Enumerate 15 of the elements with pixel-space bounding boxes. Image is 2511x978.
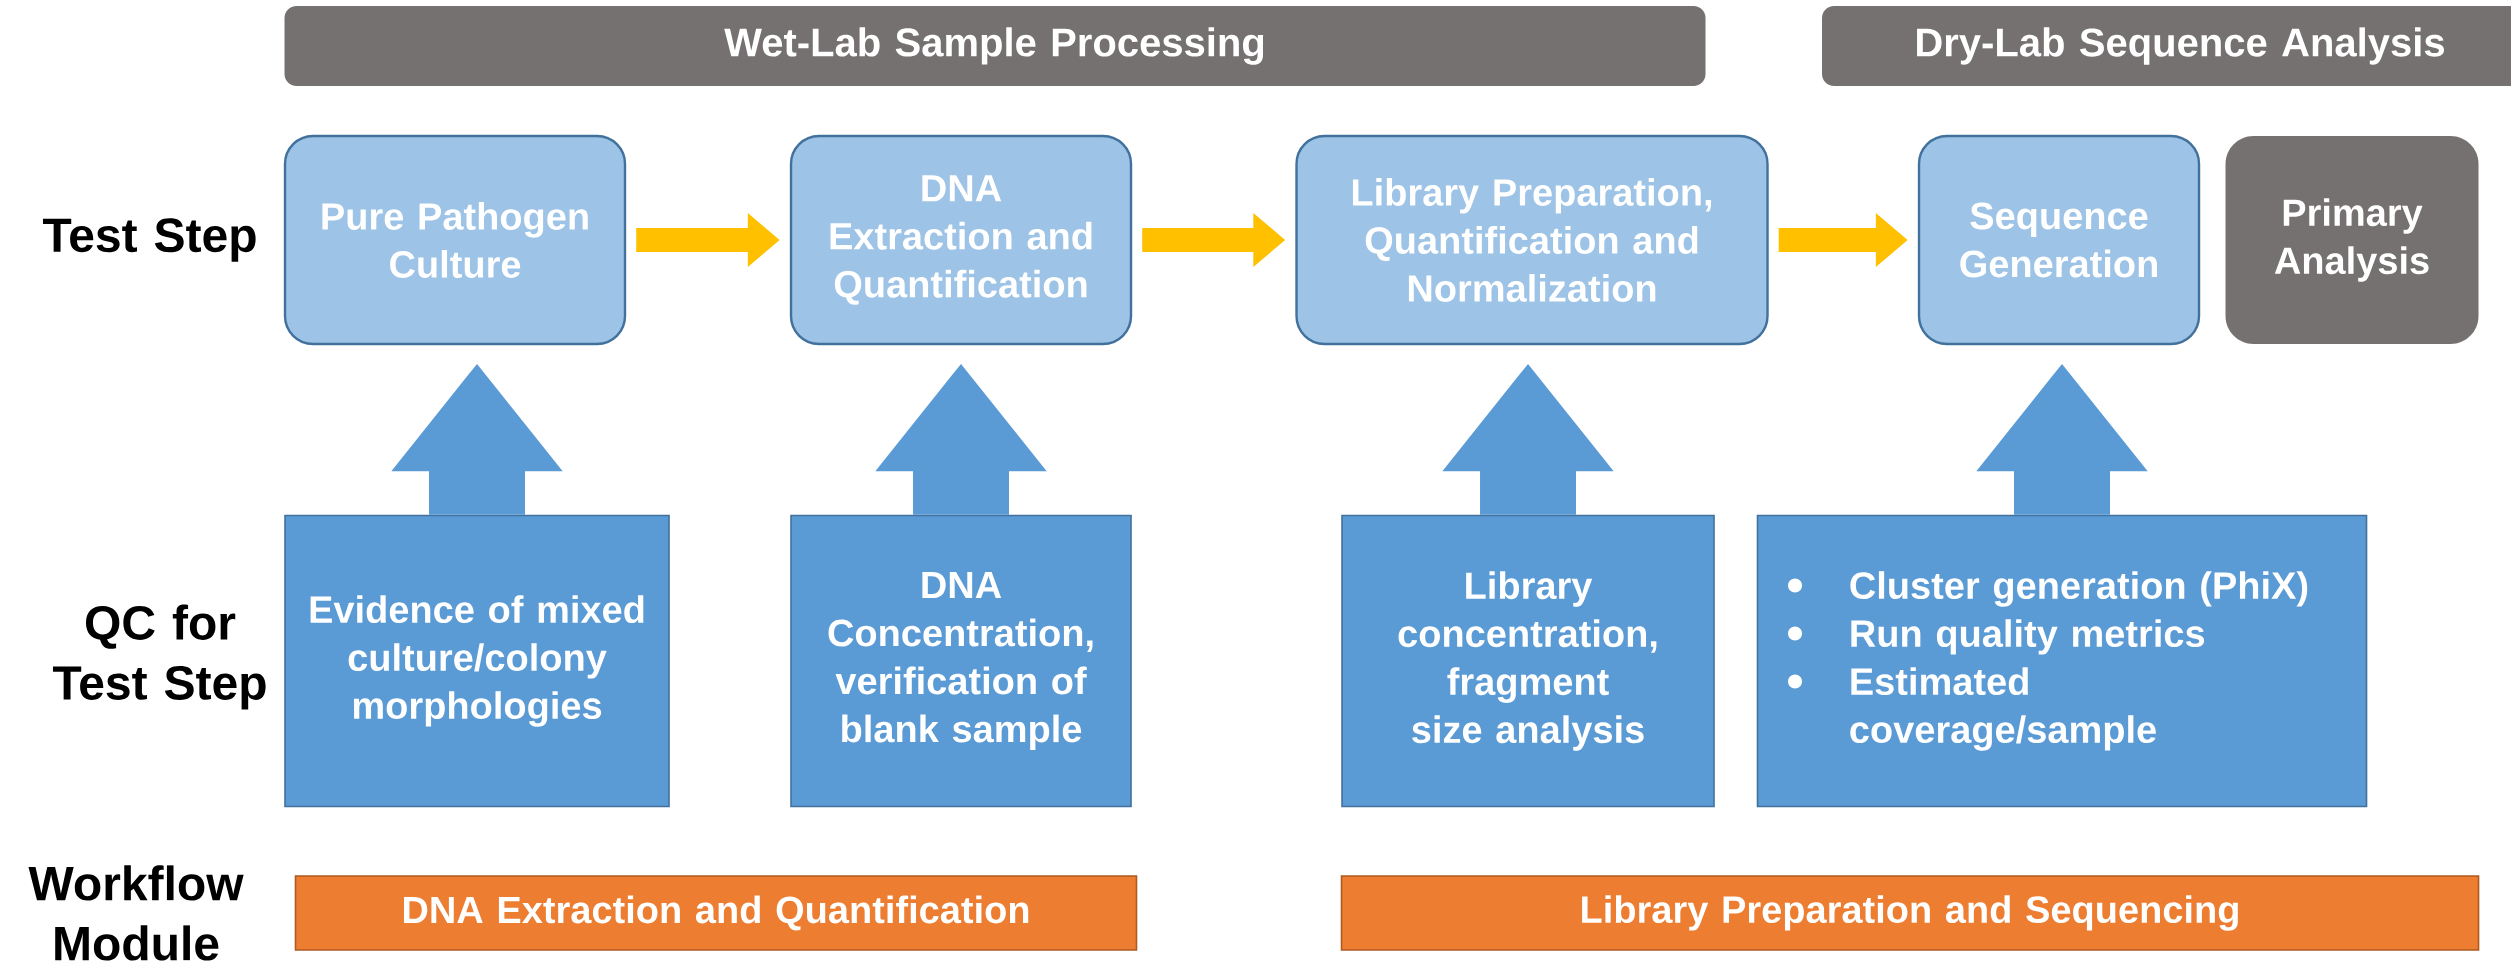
qc-box: DNA Concentration, verification of blank sample [790, 514, 1132, 808]
process-box: Sequence Generation [1917, 134, 2201, 346]
process-box: Library Preparation, Quantification and Normalization [1295, 134, 1769, 346]
module-bar: Library Preparation and Sequencing [1340, 875, 2480, 951]
phase-banner: Wet-Lab Sample Processing [284, 6, 1706, 86]
qc-box: Evidence of mixed culture/colony morphologies [284, 514, 670, 808]
module-bar: DNA Extraction and Quantification [294, 875, 1138, 951]
row-label: Test Step [42, 218, 256, 262]
qc-box: Library concentration, fragment size analysis [1341, 514, 1715, 808]
process-box: DNA Extraction and Quantification [789, 134, 1133, 346]
phase-banner: Dry-Lab Sequence Analysis [1822, 6, 2511, 86]
process-box: Primary Analysis [2225, 136, 2479, 344]
row-label: Workflow Module [28, 865, 244, 961]
qc-box: Cluster generation (PhiX) Run quality metrics Estimated coverage/sample [1756, 514, 2368, 808]
process-box: Pure Pathogen Culture [283, 134, 627, 346]
